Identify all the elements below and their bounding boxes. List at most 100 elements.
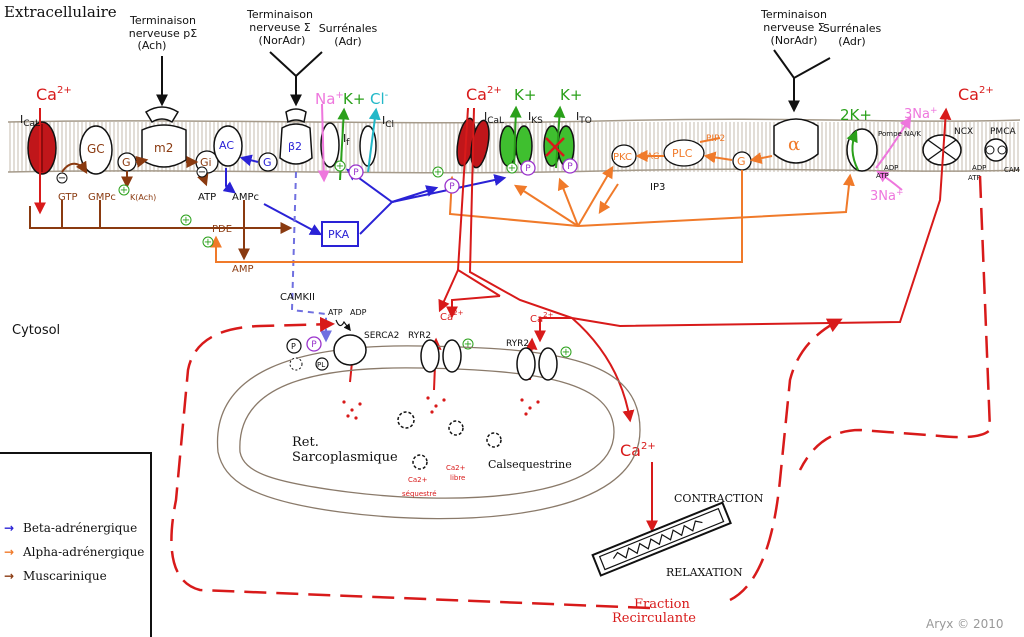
g-protein-2: G bbox=[258, 152, 278, 172]
k-label-3: K+ bbox=[560, 86, 582, 104]
ca-libre-1: Ca2+ bbox=[446, 464, 466, 472]
svg-text:+: + bbox=[204, 237, 212, 248]
svg-text:(NorAdr): (NorAdr) bbox=[771, 34, 818, 47]
three-na-bottom-label: 3Na+ bbox=[870, 188, 904, 204]
kach-label: K(Ach) bbox=[130, 193, 156, 202]
nerve-sympathetic-2: Terminaison nerveuse Σ (NorAdr) bbox=[760, 8, 827, 47]
legend-arrow-icon: → bbox=[4, 569, 15, 583]
svg-text:G: G bbox=[737, 155, 746, 168]
svg-text:G: G bbox=[263, 156, 272, 169]
k-label-1: K+ bbox=[343, 90, 365, 108]
nerve-psympathetic: Terminaison nerveuse pΣ (Ach) bbox=[129, 14, 197, 52]
svg-text:PKA: PKA bbox=[328, 228, 350, 241]
p-free-label: P bbox=[291, 342, 296, 351]
pmca-pump bbox=[984, 138, 1008, 162]
fraction-label-1: Fraction bbox=[634, 597, 690, 612]
atp-label-serca: ATP bbox=[328, 308, 343, 317]
nerve-adrenal-1: Surrénales (Adr) bbox=[319, 22, 378, 48]
svg-text:P: P bbox=[311, 340, 317, 350]
iks-label: IKS bbox=[528, 110, 543, 126]
cam-label: CAM bbox=[1004, 166, 1020, 174]
sarcomere bbox=[591, 501, 732, 577]
svg-text:AC: AC bbox=[219, 139, 234, 152]
svg-text:+: + bbox=[336, 161, 344, 172]
two-k-label: 2K+ bbox=[840, 106, 872, 124]
ncx-exchanger bbox=[922, 134, 962, 166]
svg-text:PLC: PLC bbox=[672, 147, 693, 160]
adp-label-serca: ADP bbox=[350, 308, 367, 317]
svg-text:nerveuse Σ: nerveuse Σ bbox=[249, 21, 311, 34]
nerve-y-connector-1 bbox=[269, 51, 323, 107]
legend-item: → Muscarinique bbox=[4, 564, 144, 588]
ca-sr-label-2: Ca2+ bbox=[530, 311, 554, 325]
svg-text:Gi: Gi bbox=[200, 156, 212, 169]
adp-label-pump: ADP bbox=[884, 164, 898, 172]
ncx-label: NCX bbox=[954, 127, 973, 137]
gmpc-label: GMPc bbox=[88, 192, 116, 203]
ca-sequestre-2: séquestré bbox=[402, 490, 437, 498]
calsequestrine-label: Calsequestrine bbox=[488, 458, 572, 471]
svg-text:Terminaison: Terminaison bbox=[760, 8, 827, 21]
ical-channel-2 bbox=[456, 117, 490, 169]
recirculation-loop-2 bbox=[798, 175, 992, 471]
atp-adp-arrow bbox=[335, 319, 351, 332]
nak-pump bbox=[846, 115, 912, 191]
cl-label: Cl- bbox=[370, 90, 389, 108]
legend-label: Beta-adrénergique bbox=[23, 521, 138, 535]
legend-arrow-icon: → bbox=[4, 545, 15, 559]
legend-label: Muscarinique bbox=[23, 569, 107, 583]
svg-text:PKC: PKC bbox=[613, 152, 632, 163]
svg-text:α: α bbox=[788, 134, 800, 155]
camkii-label: CAMKII bbox=[280, 292, 315, 303]
ip3-label: IP3 bbox=[650, 182, 665, 193]
gc-enzyme: GC bbox=[79, 125, 113, 175]
svg-text:Surrénales: Surrénales bbox=[319, 22, 378, 35]
svg-text:β2: β2 bbox=[288, 140, 302, 153]
recirculation-loop bbox=[170, 316, 651, 610]
beta2-receptor: β2 bbox=[279, 108, 313, 165]
calsequestrin-clusters bbox=[397, 411, 502, 470]
atp-label-1: ATP bbox=[198, 192, 216, 203]
if-channel bbox=[317, 103, 350, 183]
svg-text:GC: GC bbox=[87, 142, 105, 156]
svg-text:P: P bbox=[567, 162, 573, 172]
alpha-receptor: α bbox=[773, 118, 819, 164]
adp-label-pmca: ADP bbox=[972, 164, 986, 172]
muscarinic-pathway bbox=[29, 155, 293, 261]
three-na-top-label: 3Na+ bbox=[904, 106, 938, 122]
svg-text:m2: m2 bbox=[154, 141, 173, 155]
ical-channel-1 bbox=[27, 108, 57, 215]
atp-label-pump: ATP bbox=[876, 172, 889, 180]
na-label: Na+ bbox=[315, 90, 344, 108]
calcium-dots bbox=[342, 396, 540, 420]
svg-text:+: + bbox=[434, 167, 442, 178]
svg-text:nerveuse Σ: nerveuse Σ bbox=[763, 21, 825, 34]
svg-text:P: P bbox=[353, 168, 359, 178]
sarcoplasmic-reticulum bbox=[216, 345, 641, 520]
pompe-label: Pompe NA/K bbox=[878, 130, 921, 138]
ca-sr-label-1: Ca2+ bbox=[440, 309, 464, 323]
ical-label-2: ICaL bbox=[484, 110, 504, 126]
svg-text:P: P bbox=[449, 182, 455, 192]
iks-channel bbox=[499, 105, 533, 171]
ryr2-label-2: RYR2 bbox=[506, 339, 529, 349]
pka-box: PKA bbox=[321, 221, 359, 247]
svg-text:−: − bbox=[198, 167, 206, 178]
svg-text:(Adr): (Adr) bbox=[334, 35, 361, 48]
legend-item: →Beta-adrénergique bbox=[4, 516, 144, 540]
legend: →Beta-adrénergique→Alpha-adrénergique→Mu… bbox=[0, 452, 152, 637]
svg-text:+: + bbox=[464, 339, 472, 350]
icl-channel bbox=[359, 107, 381, 173]
sign-markers: − − + + + + + + + + bbox=[56, 160, 572, 358]
if-label: If bbox=[343, 132, 350, 148]
camkii-path bbox=[290, 171, 332, 343]
svg-text:P: P bbox=[525, 164, 531, 174]
phospho-markers: P P P P P bbox=[306, 158, 578, 352]
ica-label-2: Ca2+ bbox=[466, 85, 502, 104]
m2-receptor: m2 bbox=[141, 106, 187, 168]
svg-text:(Adr): (Adr) bbox=[838, 35, 865, 48]
svg-text:+: + bbox=[120, 185, 128, 196]
nerve-y-connector-2 bbox=[773, 49, 831, 113]
serca2-label: SERCA2 bbox=[364, 331, 399, 341]
